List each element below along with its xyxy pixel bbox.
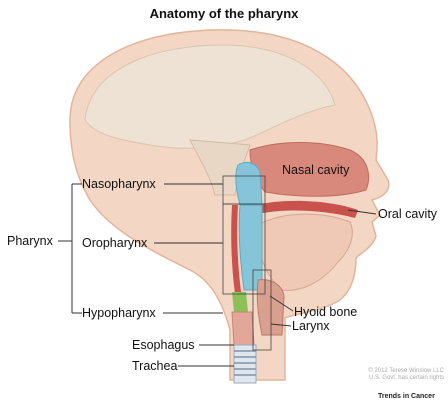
credit-line-2: U.S. Govt. has certain rights <box>340 375 444 382</box>
label-pharynx: Pharynx <box>7 234 53 248</box>
label-hypopharynx: Hypopharynx <box>82 306 156 320</box>
trachea-rings <box>234 345 256 383</box>
label-nasopharynx: Nasopharynx <box>82 177 156 191</box>
label-larynx: Larynx <box>292 319 330 333</box>
journal-name: Trends in Cancer <box>378 393 435 400</box>
label-esophagus: Esophagus <box>132 338 195 352</box>
label-oropharynx: Oropharynx <box>82 236 147 250</box>
esophagus-tube <box>232 312 254 345</box>
nasopharynx-region <box>236 162 262 205</box>
label-nasal-cavity: Nasal cavity <box>282 163 349 177</box>
label-oral-cavity: Oral cavity <box>378 207 437 221</box>
copyright-credit: © 2012 Terese Winslow LLC U.S. Govt. has… <box>340 368 444 382</box>
label-trachea: Trachea <box>132 359 177 373</box>
hypopharynx-region <box>232 292 248 312</box>
label-hyoid-bone: Hyoid bone <box>294 305 357 319</box>
diagram-title: Anatomy of the pharynx <box>0 6 448 21</box>
oropharynx-region <box>239 205 262 290</box>
credit-line-1: © 2012 Terese Winslow LLC <box>340 368 444 375</box>
pharynx-bracket <box>58 184 82 313</box>
